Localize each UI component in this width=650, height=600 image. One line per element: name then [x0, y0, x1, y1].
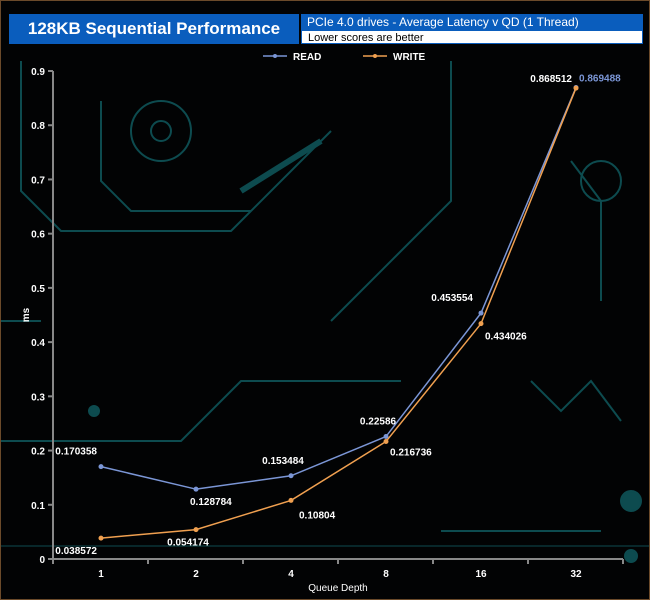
data-point [478, 310, 484, 316]
data-point [573, 85, 579, 91]
y-tick-label: 0.5 [31, 284, 45, 295]
series-line [100, 87, 577, 490]
data-point [193, 486, 199, 492]
data-point [193, 527, 199, 533]
x-axis-label: Queue Depth [308, 583, 368, 594]
data-label: 0.038572 [55, 546, 97, 557]
data-label: 0.868512 [530, 74, 572, 85]
chart-note: Lower scores are better [301, 30, 643, 44]
legend-marker [273, 54, 277, 58]
data-label: 0.869488 [579, 74, 621, 85]
data-label: 0.054174 [167, 538, 209, 549]
data-label: 0.434026 [485, 332, 527, 343]
axes: 0 0.1 0.2 0.3 0.4 0.5 0.6 0.7 0.8 0.9 1 2 4 8 16 32Queu… [21, 67, 624, 594]
series-write: 0.038572 0.054174 0.10804 0.216736 0.434026 0… [55, 74, 579, 557]
y-tick-label: 0.1 [31, 501, 45, 512]
data-label: 0.453554 [431, 293, 473, 304]
y-tick-label: 0.3 [31, 392, 45, 403]
series-read: 0.170358 0.128784 0.153484 0.22586 0.453554 0… [55, 74, 621, 509]
y-tick-label: 0 [39, 555, 45, 566]
legend-marker [373, 54, 377, 58]
data-point [98, 535, 104, 541]
y-tick-label: 0.6 [31, 230, 45, 241]
data-label: 0.153484 [262, 456, 304, 467]
data-point [478, 321, 484, 327]
data-point [288, 473, 294, 479]
chart-title: 128KB Sequential Performance [9, 14, 299, 44]
y-tick-label: 0.8 [31, 121, 45, 132]
data-point [383, 434, 389, 440]
data-label: 0.170358 [55, 447, 97, 458]
data-label: 0.128784 [190, 497, 232, 508]
x-tick-label: 2 [193, 569, 199, 580]
series-line [100, 87, 577, 539]
legend-label: WRITE [393, 52, 426, 63]
y-tick-label: 0.9 [31, 67, 45, 78]
data-point [288, 497, 294, 503]
data-point [98, 464, 104, 470]
x-tick-label: 1 [98, 569, 104, 580]
x-tick-label: 4 [288, 569, 294, 580]
series: 0.1703580.1287840.1534840.225860.4535540… [55, 74, 621, 558]
chart-subtitle: PCIe 4.0 drives - Average Latency v QD (… [301, 14, 643, 30]
y-axis-label: ms [21, 307, 32, 322]
x-tick-label: 32 [570, 569, 582, 580]
circuit-background [1, 61, 649, 563]
data-point [383, 438, 389, 444]
data-label: 0.10804 [299, 510, 336, 521]
y-tick-label: 0.7 [31, 175, 45, 186]
data-label: 0.22586 [360, 417, 397, 428]
x-tick-label: 16 [475, 569, 487, 580]
y-tick-label: 0.4 [31, 338, 45, 349]
legend-label: READ [293, 52, 321, 63]
legend: READ WRITE [263, 52, 426, 63]
data-label: 0.216736 [390, 447, 432, 458]
x-tick-label: 8 [383, 569, 389, 580]
y-tick-label: 0.2 [31, 447, 45, 458]
